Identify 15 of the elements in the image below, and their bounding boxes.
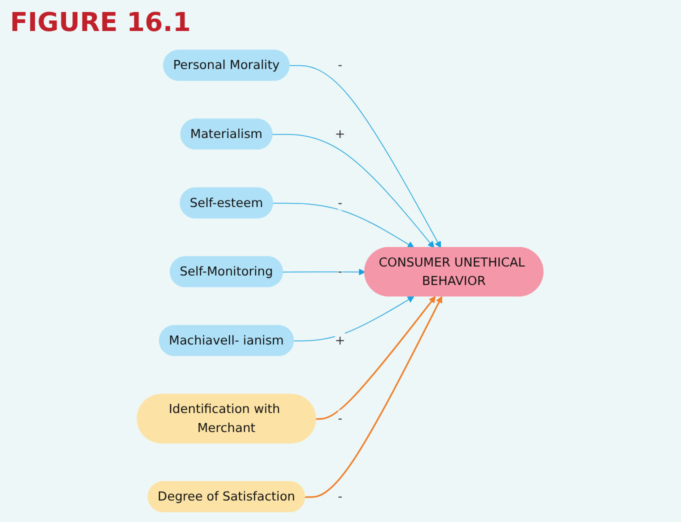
arrow (294, 296, 415, 342)
edge-label: - (338, 58, 343, 72)
arrow (316, 296, 436, 420)
edge-label: - (338, 410, 343, 426)
edge-label: - (338, 264, 343, 279)
arrow (272, 134, 435, 248)
figure-title: FIGURE 16.1 (10, 8, 191, 38)
edge-label: - (338, 488, 343, 504)
arrow (272, 202, 415, 248)
edge-label: - (338, 195, 343, 210)
arrow (290, 65, 442, 248)
arrow (305, 296, 443, 498)
edge-label: + (335, 332, 346, 348)
edge-label: + (335, 126, 346, 142)
arrow (282, 268, 366, 276)
